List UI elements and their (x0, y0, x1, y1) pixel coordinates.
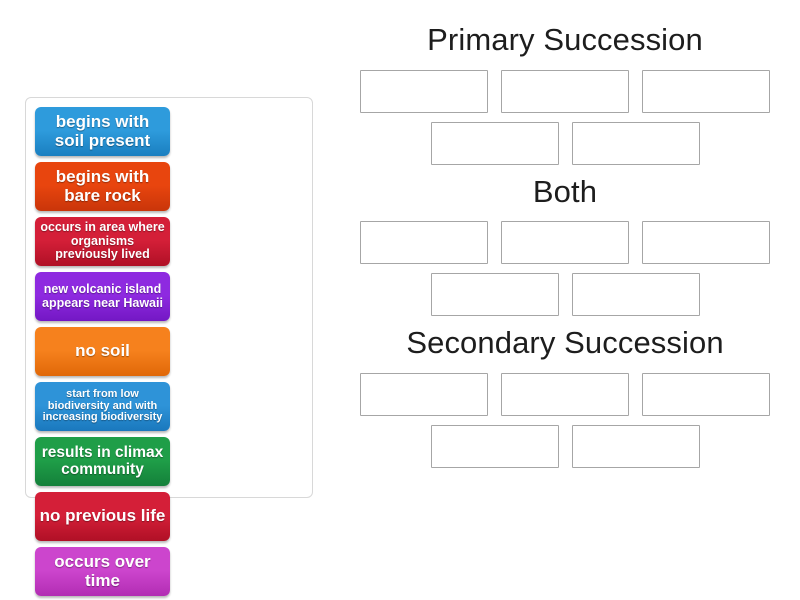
drop-slot[interactable] (360, 372, 488, 416)
category-title: Secondary Succession (406, 325, 724, 361)
category-secondary-succession: Secondary Succession (345, 325, 785, 468)
drop-slot[interactable] (430, 121, 559, 165)
draggable-tile[interactable]: start from low biodiversity and with inc… (35, 382, 170, 431)
drop-slot[interactable] (642, 372, 770, 416)
drop-slot-row (345, 121, 785, 165)
drop-slot[interactable] (571, 424, 700, 468)
drop-slot-row (345, 372, 785, 416)
category-title: Primary Succession (427, 22, 703, 57)
draggable-tile[interactable]: results in climax community (35, 437, 170, 486)
draggable-tile[interactable]: no previous life (35, 492, 170, 541)
tile-label: no previous life (39, 506, 166, 526)
drop-slot-rows (345, 221, 785, 317)
draggable-tile[interactable]: occurs in area where organisms previousl… (35, 217, 170, 266)
tile-label: no soil (75, 341, 130, 361)
drop-slot-row (345, 221, 785, 265)
tile-label: results in climax community (41, 443, 164, 478)
category-title: Both (532, 173, 598, 209)
tile-grid: begins with soil present begins with bare… (32, 104, 306, 600)
drop-slot[interactable] (430, 273, 559, 317)
drop-slot[interactable] (501, 69, 629, 113)
tile-label: start from low biodiversity and with inc… (42, 387, 163, 424)
tile-label: occurs over time (54, 552, 151, 590)
draggable-tile[interactable]: begins with soil present (35, 107, 170, 156)
drop-slot[interactable] (642, 221, 770, 265)
tile-label: new volcanic island appears near Hawaii (42, 282, 163, 310)
tile-label: begins with soil present (54, 112, 151, 150)
drop-slot-rows (345, 69, 785, 165)
drop-slot[interactable] (501, 372, 629, 416)
draggable-tile[interactable]: new volcanic island appears near Hawaii (35, 272, 170, 321)
draggable-tile[interactable]: occurs over time (35, 547, 170, 596)
word-bank-tray: begins with soil present begins with bare… (25, 97, 313, 596)
drop-slot[interactable] (571, 121, 700, 165)
drop-slot-rows (345, 372, 785, 468)
drop-slot-row (345, 273, 785, 317)
tile-label: occurs in area where organisms previousl… (40, 220, 165, 262)
category-both: Both (345, 174, 785, 317)
drop-slot[interactable] (430, 424, 559, 468)
drop-slot[interactable] (571, 273, 700, 317)
drop-slot-row (345, 424, 785, 468)
drop-slot[interactable] (501, 221, 629, 265)
tile-label: begins with bare rock (55, 167, 150, 205)
draggable-tile[interactable]: begins with bare rock (35, 162, 170, 211)
drop-slot[interactable] (360, 221, 488, 265)
drop-slot[interactable] (360, 69, 488, 113)
category-primary-succession: Primary Succession (345, 22, 785, 165)
drop-slot-row (345, 69, 785, 113)
draggable-tile[interactable]: no soil (35, 327, 170, 376)
drop-slot[interactable] (642, 69, 770, 113)
